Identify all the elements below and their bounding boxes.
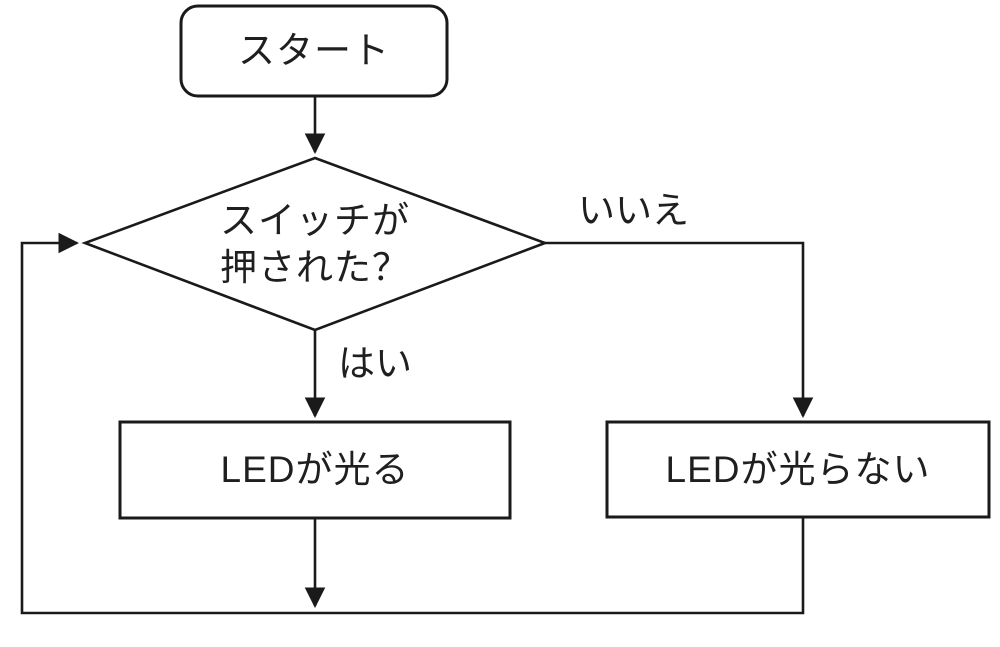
decision-node-label: スイッチが 押された？	[115, 196, 515, 292]
decision-node-shape	[81, 156, 549, 332]
led-on-node-label: LEDが光る	[220, 449, 410, 491]
led-off-node-label: LEDが光らない	[665, 448, 931, 490]
no-edge-label: いいえ	[578, 190, 689, 231]
decision-label-line2: 押された？	[220, 247, 410, 288]
decision-label-line1: スイッチが	[220, 199, 410, 241]
start-node-label: スタート	[238, 30, 390, 72]
start-node-shape	[179, 4, 449, 98]
led-on-node-shape	[118, 420, 512, 520]
edge-no-branch	[545, 241, 814, 419]
led-off-node-shape	[605, 420, 991, 519]
edge-loop-back-to-decision	[20, 232, 805, 615]
yes-edge-label: はい	[338, 343, 412, 384]
